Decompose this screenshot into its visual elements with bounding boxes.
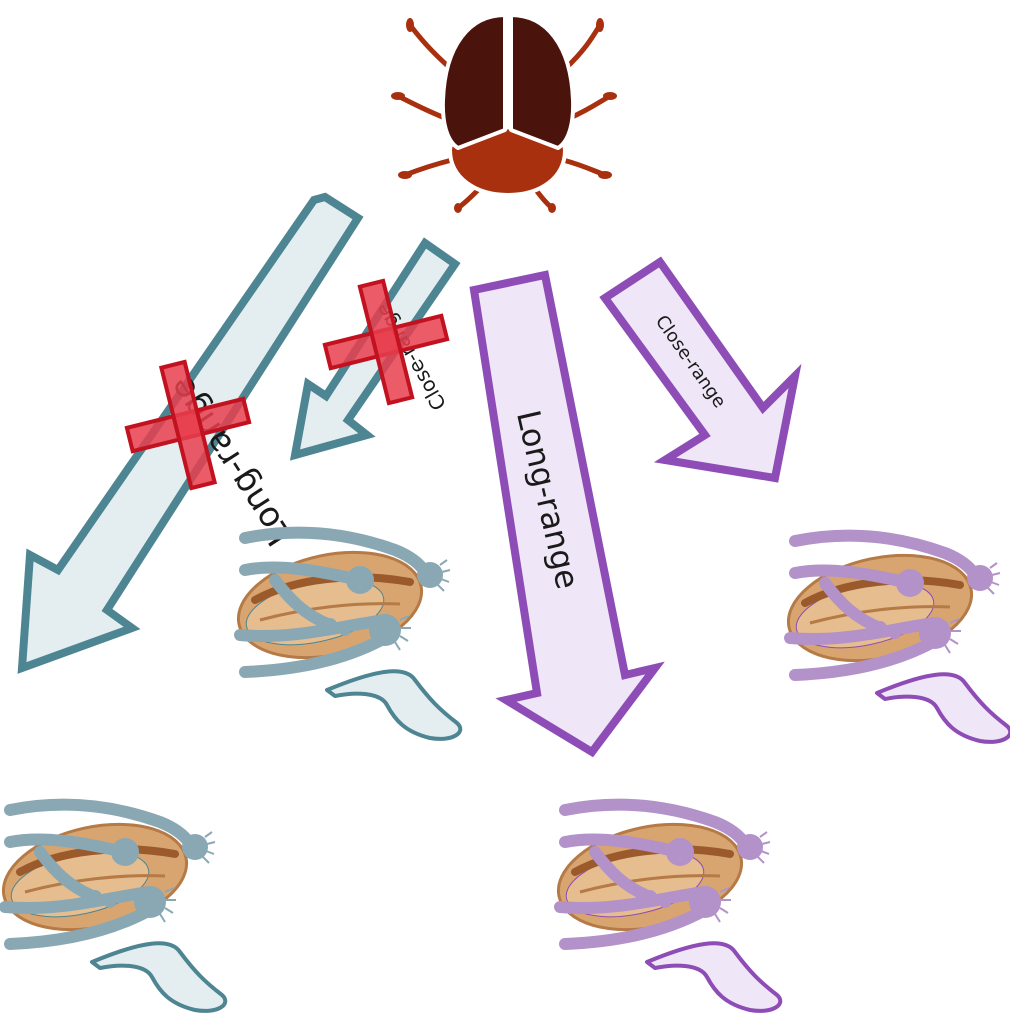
beetle-elytron-left [443, 15, 505, 148]
beetle-elytron-right [511, 15, 573, 148]
arrow-close-range-right: Close-range [605, 262, 795, 478]
beetle-icon [391, 15, 617, 213]
arrow-long-range-right: Long-range [474, 275, 655, 752]
plant-icon [779, 536, 1010, 742]
plant-icon [549, 805, 781, 1011]
plant-icon [0, 805, 225, 1011]
plant-icon [229, 533, 461, 739]
